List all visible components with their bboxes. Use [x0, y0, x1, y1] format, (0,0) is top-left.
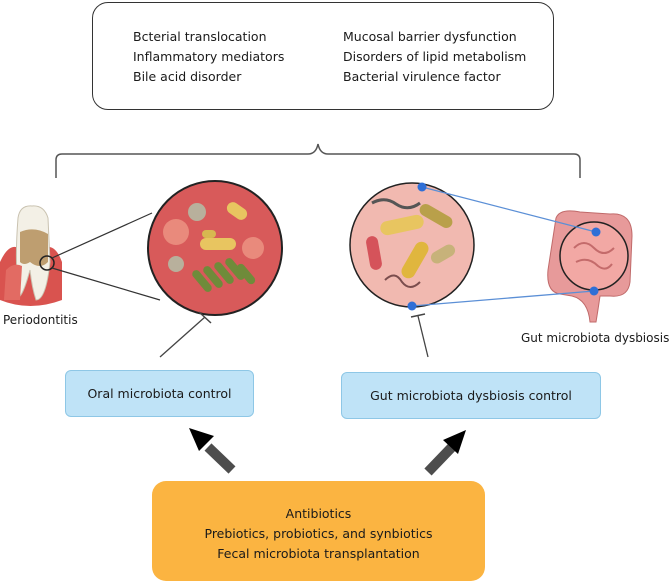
- treatment-item: Fecal microbiota transplantation: [217, 546, 420, 561]
- connector-dot: [417, 182, 427, 192]
- arrow-to-gut-control: [424, 430, 466, 476]
- mechanisms-right-column: Mucosal barrier dysfunction Disorders of…: [343, 27, 526, 87]
- gut-control-label: Gut microbiota dysbiosis control: [370, 388, 572, 403]
- mechanism-item: Bile acid disorder: [133, 69, 242, 84]
- connector-dot: [591, 227, 601, 237]
- mechanisms-box: Bcterial translocation Inflammatory medi…: [92, 2, 554, 110]
- gut-microbiota-circle: [349, 182, 475, 308]
- treatment-item: Prebiotics, probiotics, and synbiotics: [204, 526, 433, 541]
- oral-microbiota-circle: [147, 180, 283, 316]
- arrow-to-oral-control: [189, 428, 236, 474]
- treatments-box: Antibiotics Prebiotics, probiotics, and …: [152, 481, 485, 581]
- grouping-brace: [55, 143, 581, 178]
- mechanism-item: Inflammatory mediators: [133, 49, 285, 64]
- gut-dysbiosis-label: Gut microbiota dysbiosis: [521, 331, 670, 345]
- treatment-item: Antibiotics: [285, 506, 352, 521]
- connector-dot: [589, 286, 599, 296]
- intestine-illustration: [547, 210, 633, 323]
- mechanism-item: Bacterial virulence factor: [343, 69, 501, 84]
- mechanism-item: Disorders of lipid metabolism: [343, 49, 527, 64]
- tooth-illustration: [0, 205, 62, 306]
- mechanisms-left-column: Bcterial translocation Inflammatory medi…: [133, 27, 284, 87]
- periodontitis-label: Periodontitis: [3, 313, 78, 327]
- mechanism-item: Mucosal barrier dysfunction: [343, 29, 517, 44]
- gut-control-box: Gut microbiota dysbiosis control: [341, 372, 601, 419]
- oral-control-label: Oral microbiota control: [87, 386, 232, 401]
- mechanism-item: Bcterial translocation: [133, 29, 267, 44]
- oral-control-box: Oral microbiota control: [65, 370, 254, 417]
- connector-dot: [407, 301, 417, 311]
- tooth-zoom-circle: [39, 255, 55, 271]
